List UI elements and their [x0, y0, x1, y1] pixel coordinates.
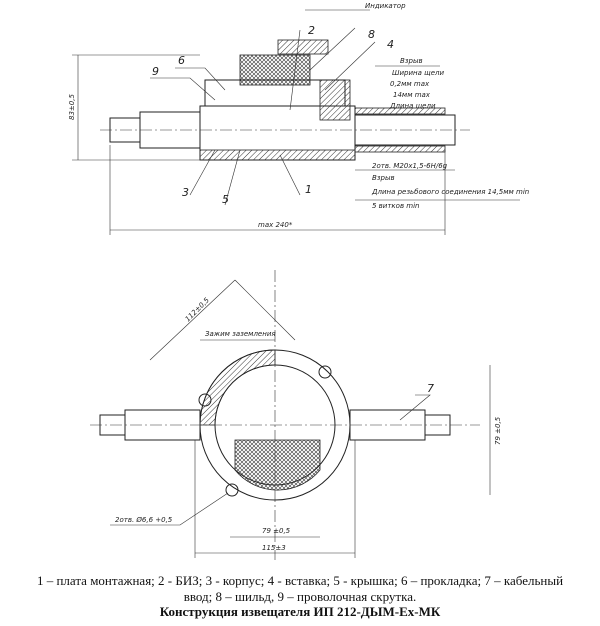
plan-view: 112±0,5 Зажим заземления 7 79 ±0,5 2отв.…: [90, 270, 502, 560]
callout-8: 5: [222, 193, 229, 206]
indicator-label: Индикатор: [365, 2, 406, 10]
callout-4: 4: [387, 38, 394, 51]
gap-width-label: Ширина щели: [392, 69, 444, 77]
turns-label: 5 витков min: [372, 202, 420, 210]
gap-width-value: 0,2мм max: [390, 80, 430, 88]
height-dimension: 83±0,5: [68, 94, 76, 120]
callout-9: 9: [152, 65, 159, 78]
caption-line-1: 1 – плата монтажная; 2 - БИЗ; 3 - корпус…: [36, 573, 564, 588]
callout-3: 3: [182, 186, 189, 199]
caption-legend: 1 – плата монтажная; 2 - БИЗ; 3 - корпус…: [0, 573, 600, 605]
callout-6: 8: [368, 28, 375, 41]
diagonal-dimension: 112±0,5: [184, 296, 212, 324]
callout-7: 7: [427, 382, 434, 395]
thread-holes-label: 2отв. M20x1,5-6H/6g: [372, 162, 448, 170]
height-dimension-bottom: 79 ±0,5: [494, 416, 502, 445]
caption-line-2: ввод; 8 – шильд, 9 – проволочная скрутка…: [183, 589, 417, 604]
callout-5: 6: [178, 54, 185, 67]
technical-drawing: 9 6 2 8 4 1 3 5 Индикатор Взрыв Ширина щ…: [68, 2, 529, 560]
ground-clamp-label: Зажим заземления: [205, 330, 276, 338]
callout-1: 1: [305, 183, 312, 196]
total-width-dimension: 115±3: [262, 544, 286, 552]
max-length-dimension: max 240*: [258, 221, 293, 229]
width-dimension: 79 ±0,5: [262, 527, 291, 535]
gap-length-label: Длина щели: [389, 102, 436, 110]
thread-length-label: Длина резьбового соединения 14,5мм min: [371, 188, 529, 196]
mounting-holes-label: 2отв. Ø6,6 +0,5: [115, 516, 173, 524]
explosion-label-2: Взрыв: [372, 174, 395, 182]
gap-length-value: 14мм max: [393, 91, 431, 99]
side-section-view: 9 6 2 8 4 1 3 5 Индикатор Взрыв Ширина щ…: [68, 2, 529, 235]
figure-title: Конструкция извещателя ИП 212-ДЫМ-Ex-МК: [159, 604, 441, 619]
callout-2: 2: [308, 24, 315, 37]
explosion-label: Взрыв: [400, 57, 423, 65]
